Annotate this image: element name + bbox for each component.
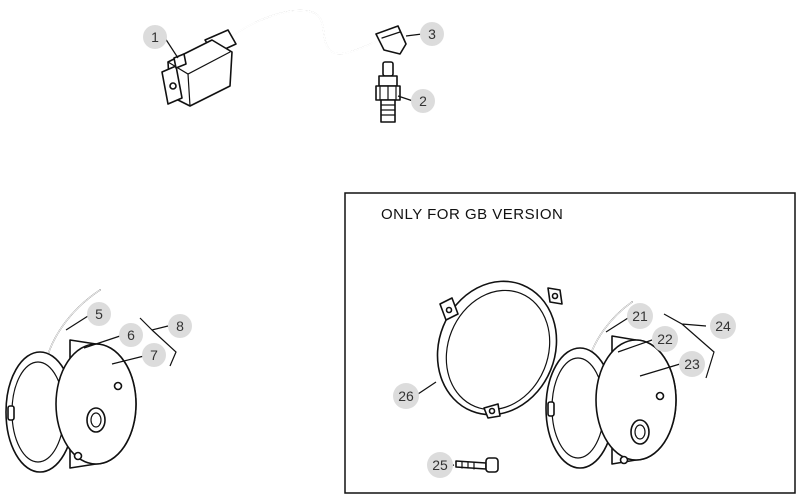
svg-text:2: 2 [419, 93, 427, 109]
svg-text:25: 25 [432, 457, 448, 473]
callout-26: 26 [393, 383, 419, 409]
callout-3: 3 [420, 22, 444, 46]
callout-5: 5 [87, 302, 111, 326]
leader-lines [65, 33, 715, 467]
callout-23: 23 [679, 351, 705, 377]
ignition-coil-assembly [161, 9, 381, 107]
shroud-ring [436, 280, 563, 419]
svg-text:26: 26 [398, 388, 414, 404]
callout-1: 1 [143, 25, 167, 49]
callout-22: 22 [652, 326, 678, 352]
spark-plug [375, 61, 401, 123]
svg-text:7: 7 [150, 347, 158, 363]
svg-text:5: 5 [95, 306, 103, 322]
callout-7: 7 [142, 343, 166, 367]
svg-text:23: 23 [684, 356, 700, 372]
callout-6: 6 [119, 323, 143, 347]
svg-text:21: 21 [632, 308, 648, 324]
svg-text:1: 1 [151, 29, 159, 45]
callout-21: 21 [627, 303, 653, 329]
left-stator-flywheel [5, 289, 137, 473]
svg-text:3: 3 [428, 26, 436, 42]
callout-24: 24 [710, 313, 736, 339]
svg-text:24: 24 [715, 318, 731, 334]
callout-2: 2 [411, 89, 435, 113]
svg-text:6: 6 [127, 327, 135, 343]
gb-version-title: ONLY FOR GB VERSION [381, 206, 563, 223]
gb-version-box [344, 192, 796, 494]
svg-text:22: 22 [657, 331, 673, 347]
callout-25: 25 [427, 452, 453, 478]
svg-text:8: 8 [176, 318, 184, 334]
callout-8: 8 [168, 314, 192, 338]
right-stator-flywheel [545, 301, 677, 469]
spark-plug-cap [375, 25, 407, 55]
bolt [455, 457, 499, 473]
